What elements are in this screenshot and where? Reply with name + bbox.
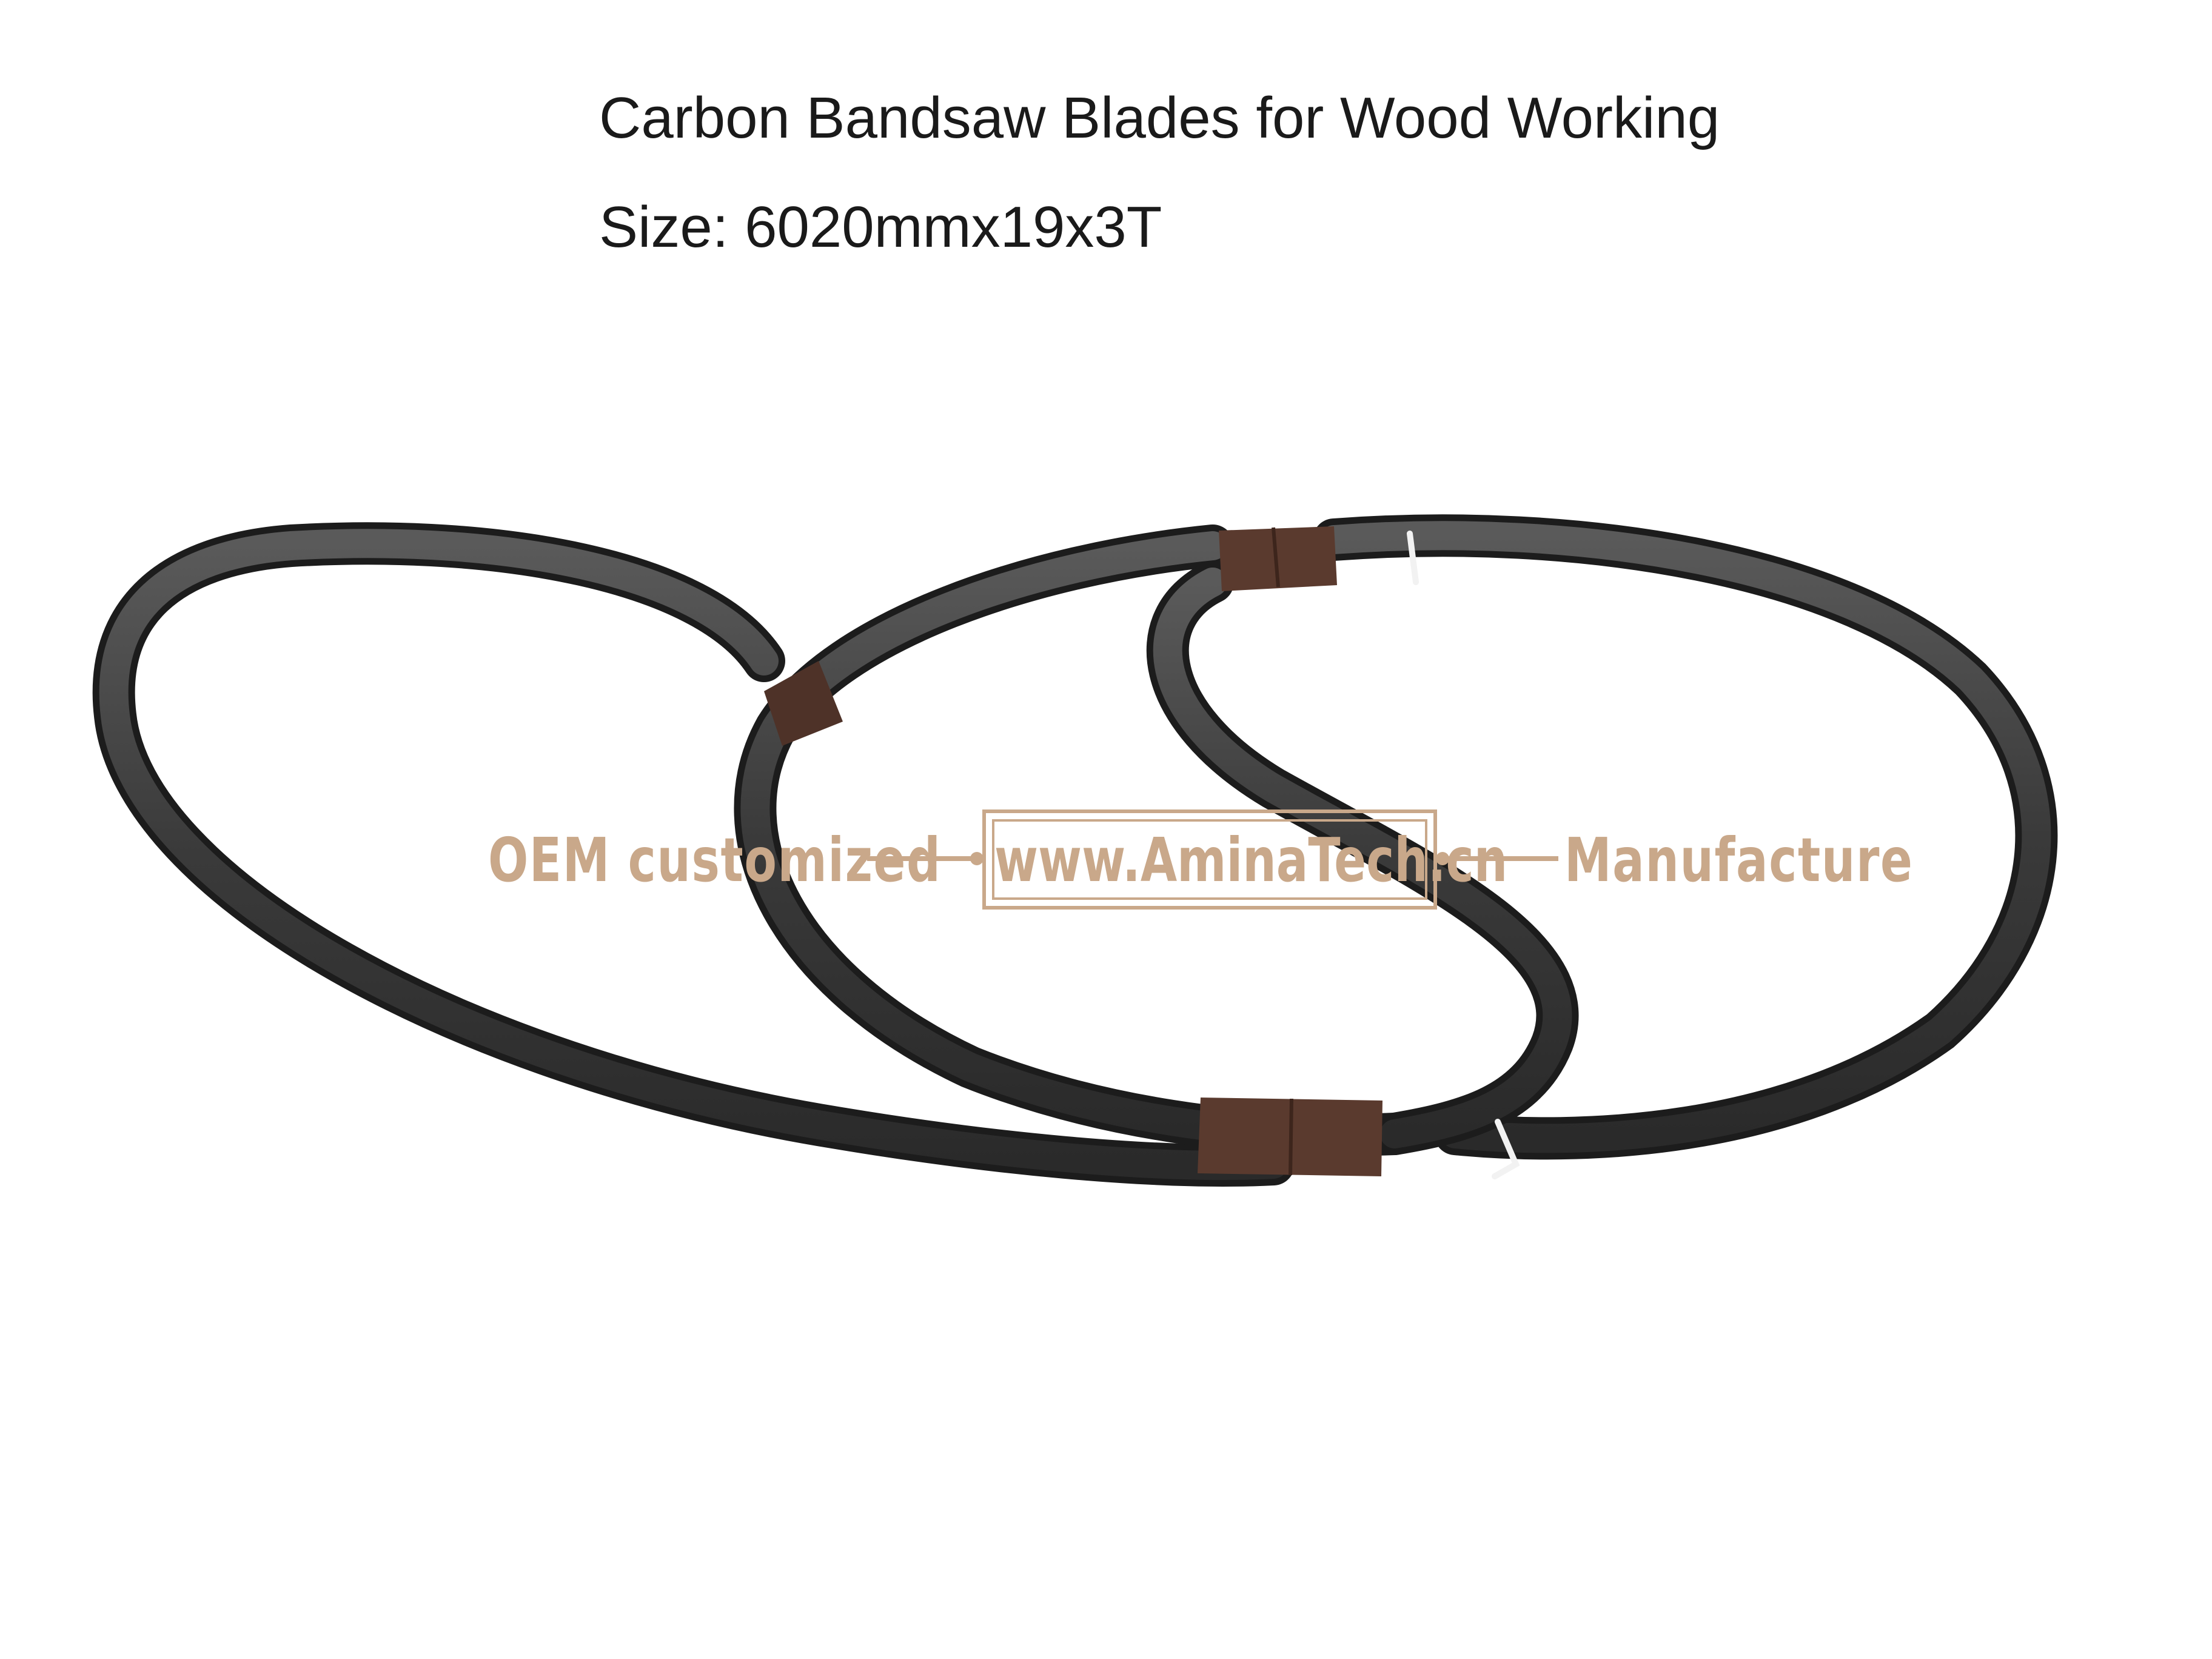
product-title: Carbon Bandsaw Blades for Wood Working xyxy=(599,85,1720,150)
tape-label-left xyxy=(764,661,843,746)
white-tie-top xyxy=(1407,531,1419,585)
blade-loop-left xyxy=(92,522,1295,1187)
blade-s-curve xyxy=(1146,561,1579,1155)
watermark-left-dot xyxy=(970,852,984,865)
watermark-left-text: OEM customized xyxy=(488,825,942,896)
tape-label-bottom xyxy=(1198,1098,1382,1176)
tape-label-top xyxy=(1219,526,1337,591)
product-size: Size: 6020mmx19x3T xyxy=(599,195,1162,260)
watermark-right-dot xyxy=(1436,852,1449,865)
blade-loop-right xyxy=(1313,514,2058,1160)
white-tie-bottom xyxy=(1492,1119,1520,1179)
watermark-url-box xyxy=(982,809,1437,910)
watermark-right-line xyxy=(1443,856,1558,861)
watermark-left-line xyxy=(867,856,982,861)
watermark-right-text: Manufacture xyxy=(1564,825,1914,896)
blade-loop-middle xyxy=(734,525,1416,1156)
watermark-url: www.AminaTech.cn xyxy=(994,825,1508,896)
